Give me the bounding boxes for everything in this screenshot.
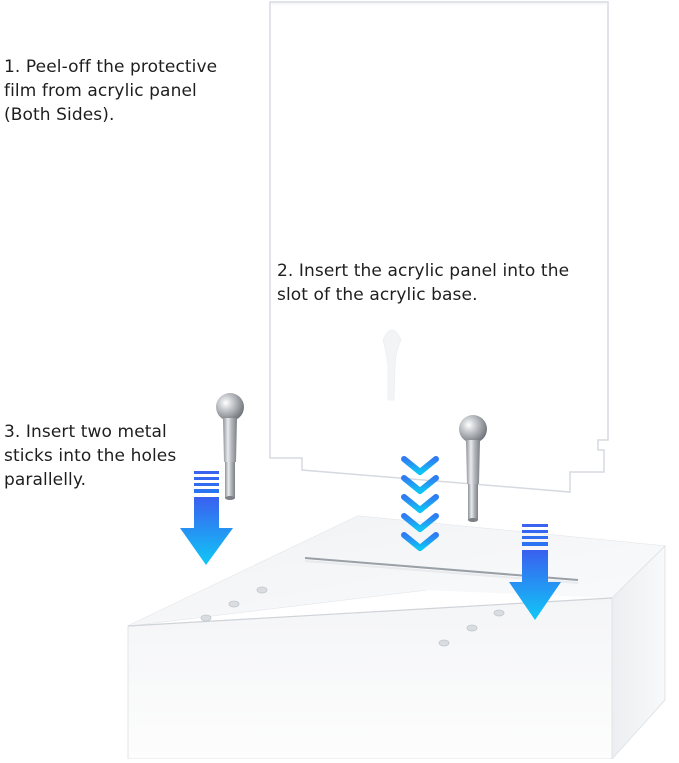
step-3-instruction: 3. Insert two metal sticks into the hole… xyxy=(4,422,177,490)
down-arrow-icon xyxy=(180,471,233,565)
step-1-instruction: 1. Peel-off the protective film from acr… xyxy=(4,57,218,125)
down-arrow-icon xyxy=(509,524,561,620)
metal-stick-icon xyxy=(459,415,487,522)
metal-stick-icon xyxy=(216,393,244,500)
chevron-down-icon xyxy=(401,456,439,551)
step-2-instruction: 2. Insert the acrylic panel into the slo… xyxy=(277,261,570,305)
acrylic-panel xyxy=(269,1,609,493)
